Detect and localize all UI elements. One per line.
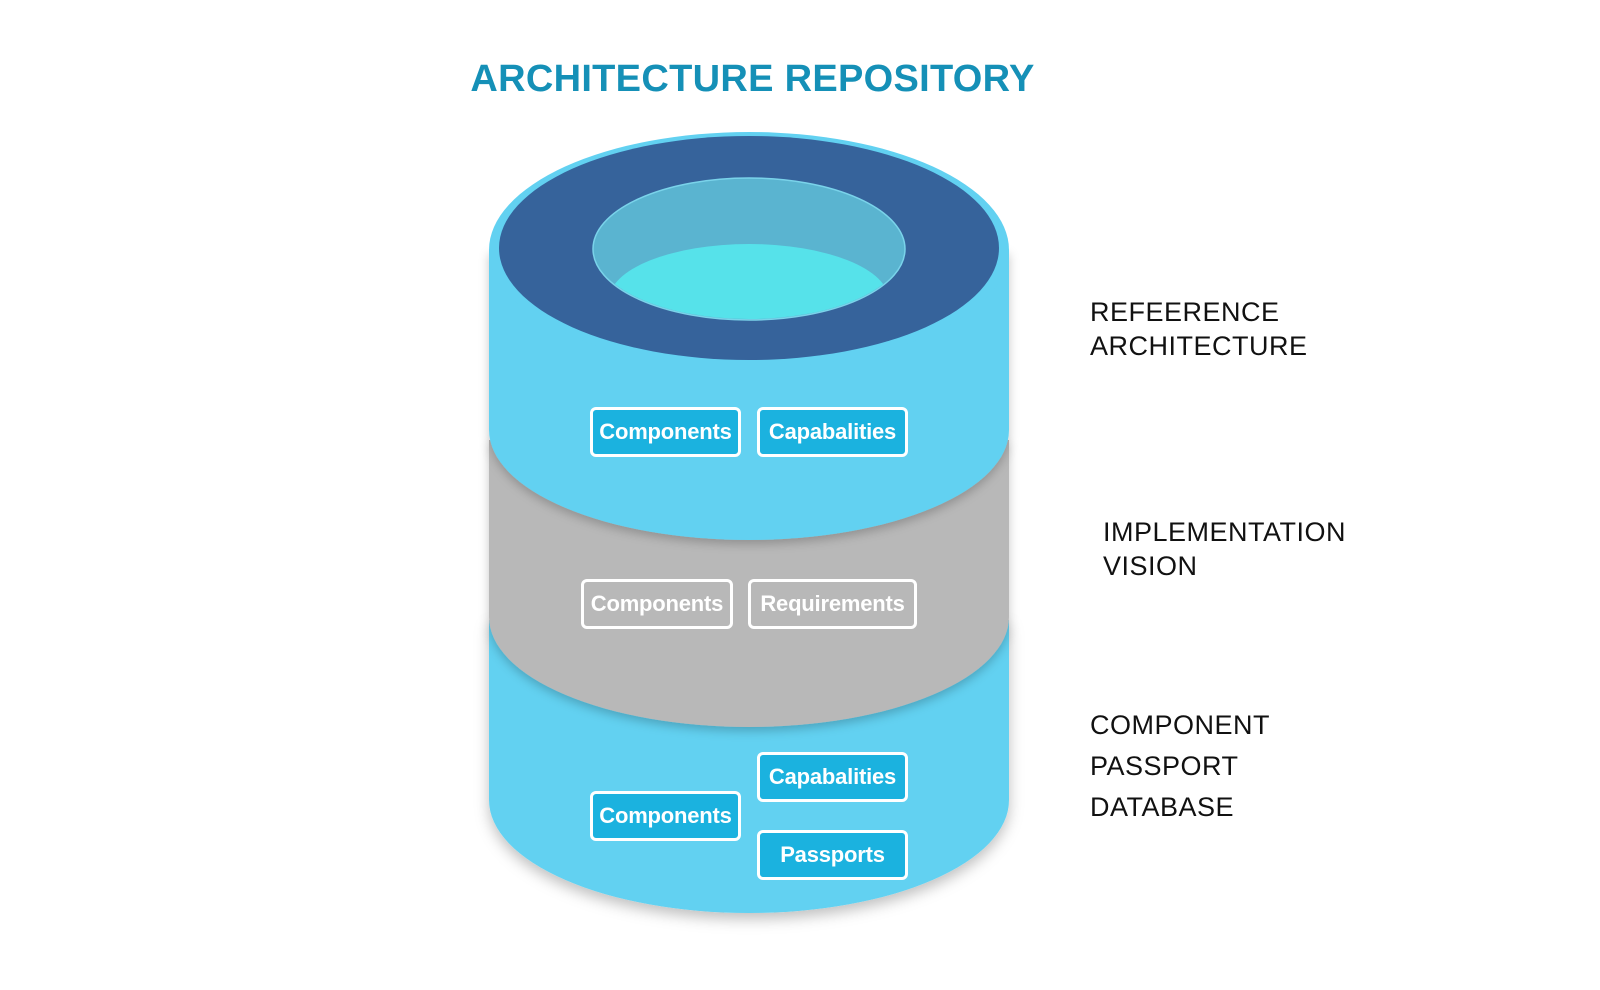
tag-capabilities[interactable]: Capabalities [757,407,908,457]
tag-requirements[interactable]: Requirements [748,579,917,629]
label-line: ARCHITECTURE [1090,331,1308,361]
tag-passports[interactable]: Passports [757,830,908,880]
label-component-passport-database: COMPONENT PASSPORT DATABASE [1090,705,1270,828]
label-line: VISION [1103,551,1198,581]
tag-components[interactable]: Components [590,791,741,841]
label-line: IMPLEMENTATION [1103,517,1347,547]
label-reference-architecture: REFEERENCE ARCHITECTURE [1090,295,1308,363]
label-line: REFEERENCE [1090,297,1280,327]
tag-components[interactable]: Components [590,407,741,457]
label-implementation-vision: IMPLEMENTATION VISION [1103,515,1346,583]
diagram-title: ARCHITECTURE REPOSITORY [470,58,1035,100]
tag-components[interactable]: Components [581,579,733,629]
tag-capabilities[interactable]: Capabalities [757,752,908,802]
label-line: COMPONENT [1090,710,1270,740]
label-line: DATABASE [1090,792,1235,822]
top-cap-floor [609,244,889,319]
label-line: PASSPORT [1090,751,1239,781]
